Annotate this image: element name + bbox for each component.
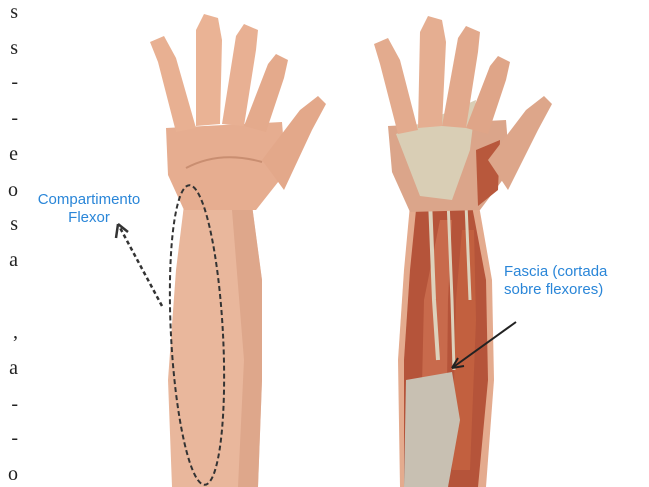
fascia-label: Fascia (cortada sobre flexores): [504, 263, 649, 299]
left-finger-middle: [196, 14, 222, 126]
compartment-label-line-1: Compartimento: [26, 191, 152, 209]
left-forearm-figure: [116, 14, 326, 487]
compartment-label-line-2: Flexor: [26, 209, 152, 227]
compartment-pointer-arrow: [118, 224, 162, 306]
compartment-label: Compartimento Flexor: [26, 191, 152, 227]
right-forearm-figure: [374, 16, 552, 487]
right-finger-middle: [418, 16, 446, 128]
right-finger-index: [374, 38, 418, 134]
left-finger-index: [150, 36, 196, 132]
fascia-label-line-2: sobre flexores): [504, 281, 649, 299]
fascia-label-line-1: Fascia (cortada: [504, 263, 649, 281]
